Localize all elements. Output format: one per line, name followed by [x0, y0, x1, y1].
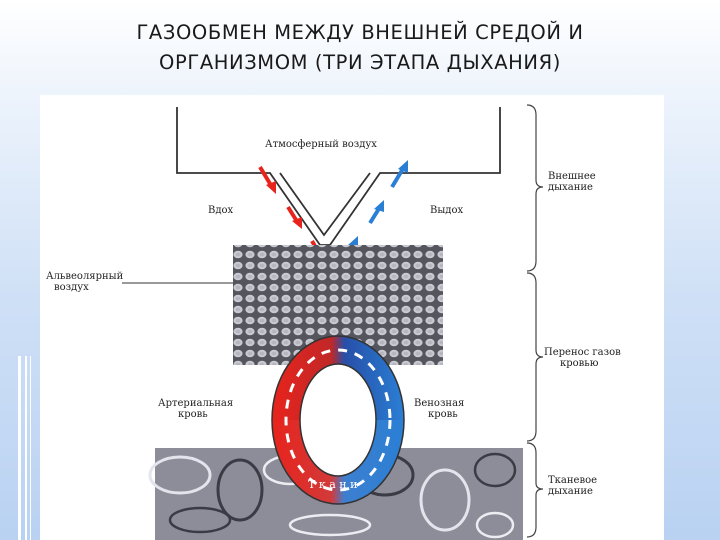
side-line	[25, 356, 27, 540]
blood-circulation-ring	[271, 335, 405, 505]
atmospheric-air-label: Атмосферный воздух	[265, 139, 377, 150]
alveolar-air-label-2: воздух	[54, 282, 89, 293]
respiration-diagram-svg: Атмосферный воздух Вдох Выдох Альвеолярн…	[46, 104, 621, 540]
title-line-1: ГАЗООБМЕН МЕЖДУ ВНЕШНЕЙ СРЕДОЙ И	[136, 21, 584, 44]
airway-funnel	[176, 107, 501, 246]
stage-brackets	[526, 104, 544, 538]
stage-external-label-2: дыхание	[548, 182, 593, 193]
title-line-2: ОРГАНИЗМОМ (ТРИ ЭТАПА ДЫХАНИЯ)	[159, 51, 561, 74]
respiration-diagram: Атмосферный воздух Вдох Выдох Альвеолярн…	[40, 95, 664, 540]
slide-title: ГАЗООБМЕН МЕЖДУ ВНЕШНЕЙ СРЕДОЙ И ОРГАНИЗ…	[0, 18, 720, 78]
venous-blood-label-2: кровь	[428, 409, 458, 420]
stage-transport-label-1: Перенос газов	[544, 347, 621, 358]
tissues-label: Т к а н и	[308, 478, 357, 491]
arterial-blood-label-2: кровь	[178, 409, 208, 420]
side-line	[18, 356, 21, 540]
side-line	[30, 356, 31, 540]
stage-tissue-label-2: дыхание	[548, 486, 593, 497]
stage-transport-label-2: кровью	[560, 358, 599, 369]
arterial-blood-label-1: Артериальная	[158, 398, 233, 409]
inhale-label: Вдох	[208, 205, 234, 216]
alveolar-air-label-1: Альвеолярный	[46, 271, 124, 282]
stage-external-label-1: Внешнее	[548, 171, 596, 182]
exhale-label: Выдох	[430, 205, 463, 216]
stage-tissue-label-1: Тканевое	[548, 475, 597, 486]
venous-blood-label-1: Венозная	[414, 398, 464, 409]
